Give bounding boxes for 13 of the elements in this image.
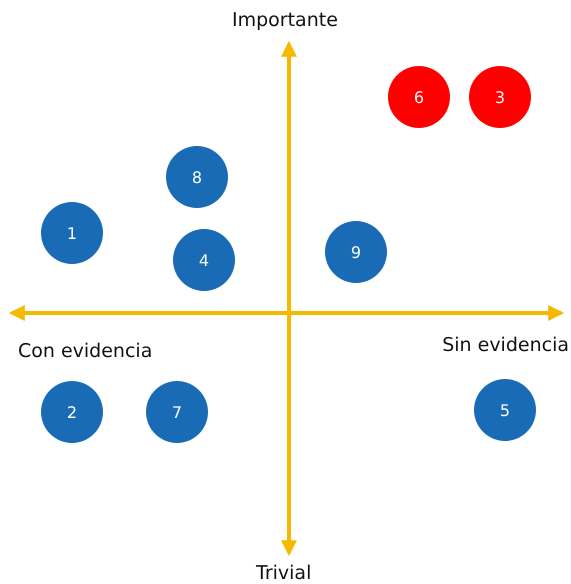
axis-label: Trivial <box>256 562 312 584</box>
numbered-circle: 6 <box>388 66 450 128</box>
axis-label: Importante <box>232 9 338 31</box>
axis-label: Con evidencia <box>18 340 152 362</box>
numbered-circle: 3 <box>469 66 531 128</box>
numbered-circle: 9 <box>325 221 387 283</box>
numbered-circle: 4 <box>173 229 235 291</box>
numbered-circle: 1 <box>41 202 103 264</box>
numbered-circle: 7 <box>146 381 208 443</box>
numbered-circle: 5 <box>474 379 536 441</box>
axis-label: Sin evidencia <box>442 334 569 356</box>
numbered-circle: 2 <box>41 381 103 443</box>
numbered-circle: 8 <box>166 146 228 208</box>
